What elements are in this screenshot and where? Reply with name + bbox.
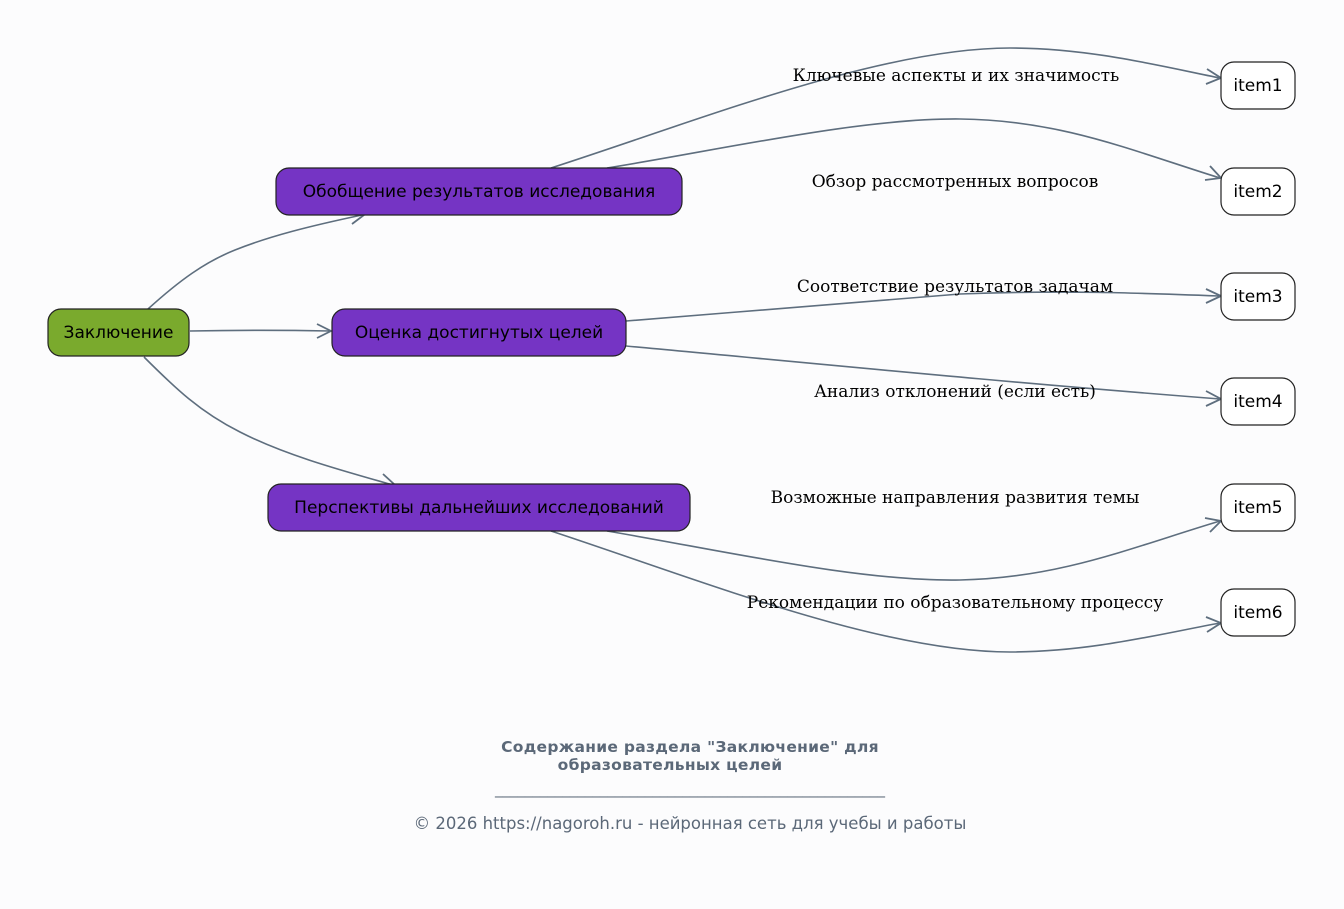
- leaf-node-box: [1220, 483, 1296, 532]
- leaf-node-box: [1220, 588, 1296, 637]
- edge-label-item2: Обзор рассмотренных вопросов: [812, 172, 1099, 192]
- leaf-node-item3[interactable]: item3: [1220, 272, 1296, 321]
- leaf-node-label: item3: [1233, 287, 1282, 307]
- leaf-node-box: [1220, 167, 1296, 216]
- branch-node-2[interactable]: Оценка достигнутых целей: [331, 308, 627, 357]
- caption-separator: ________________________________________…: [495, 780, 885, 798]
- branch-node-3[interactable]: Перспективы дальнейших исследований: [267, 483, 691, 532]
- edge-label-item5: Возможные направления развития темы: [771, 488, 1140, 508]
- edge-label-item1: Ключевые аспекты и их значимость: [793, 66, 1120, 86]
- leaf-node-box: [1220, 377, 1296, 426]
- edge-branch-2-to-item3: [625, 291, 1221, 322]
- edge-branch-1-to-item1: [550, 47, 1221, 169]
- arrow-head-icon: [1204, 165, 1223, 181]
- edge-label-item3: Соответствие результатов задачам: [797, 277, 1113, 297]
- branch-node-1[interactable]: Обобщение результатов исследования: [275, 167, 683, 216]
- copyright-footer: © 2026 https://nagoroh.ru - нейронная се…: [413, 814, 967, 833]
- diagram-caption-title: Содержание раздела "Заключение" для обра…: [0, 738, 1344, 774]
- edge-branch-1-to-item2: [606, 118, 1221, 179]
- leaf-node-box: [1220, 272, 1296, 321]
- leaf-node-label: item2: [1233, 182, 1282, 202]
- root-node-box: [47, 308, 190, 357]
- edge-root-to-branch-3: [143, 356, 394, 486]
- edge-label-item6: Рекомендации по образовательному процесс…: [747, 593, 1163, 613]
- leaf-node-label: item1: [1233, 76, 1282, 96]
- branch-node-box: [331, 308, 627, 357]
- leaf-node-label: item6: [1233, 603, 1282, 623]
- leaf-node-item6[interactable]: item6: [1220, 588, 1296, 637]
- edge-root-to-branch-1: [147, 214, 363, 310]
- edge-label-item4: Анализ отклонений (если есть): [814, 382, 1096, 402]
- caption-title-line-1: Содержание раздела "Заключение" для: [501, 738, 879, 756]
- leaf-node-label: item5: [1233, 498, 1282, 518]
- edge-branch-3-to-item5: [606, 520, 1221, 581]
- leaf-node-box: [1220, 61, 1296, 110]
- root-node-label: Заключение: [64, 323, 174, 343]
- arrow-head-icon: [316, 323, 334, 339]
- branch-node-label: Перспективы дальнейших исследований: [294, 498, 664, 518]
- leaf-node-item4[interactable]: item4: [1220, 377, 1296, 426]
- edge-branch-2-to-item4: [625, 345, 1221, 400]
- edge-branch-3-to-item6: [550, 530, 1221, 653]
- branch-node-box: [267, 483, 691, 532]
- root-node[interactable]: Заключение: [47, 308, 190, 357]
- leaf-node-label: item4: [1233, 392, 1282, 412]
- edge-root-to-branch-2: [189, 329, 331, 332]
- branch-node-label: Оценка достигнутых целей: [355, 323, 603, 343]
- caption-title-line-2: образовательных целей: [557, 756, 783, 774]
- branch-node-label: Обобщение результатов исследования: [303, 182, 656, 202]
- leaf-node-item1[interactable]: item1: [1220, 61, 1296, 110]
- leaf-node-item5[interactable]: item5: [1220, 483, 1296, 532]
- branch-node-box: [275, 167, 683, 216]
- leaf-node-item2[interactable]: item2: [1220, 167, 1296, 216]
